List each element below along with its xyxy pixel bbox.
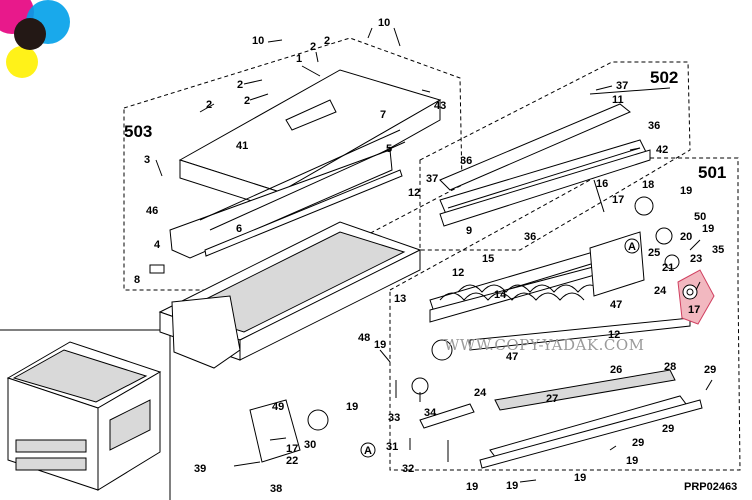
callout: 24 <box>654 285 667 297</box>
callout: 6 <box>236 223 242 235</box>
callout: 19 <box>374 339 386 351</box>
callout: 29 <box>662 423 674 435</box>
group-502-parts <box>439 87 671 227</box>
leader-lines <box>155 27 713 483</box>
callout: 3 <box>144 154 150 166</box>
callout: 48 <box>358 332 370 344</box>
callout: 2 <box>310 41 316 53</box>
callout: 21 <box>662 262 674 274</box>
callout: 20 <box>680 231 692 243</box>
highlighted-part-17 <box>677 269 715 325</box>
callout: 50 <box>694 211 706 223</box>
group-503-parts <box>149 69 442 274</box>
callout: 13 <box>394 293 406 305</box>
callout: 10 <box>378 17 390 29</box>
callout: 26 <box>610 364 622 376</box>
drawing-code: PRP02463 <box>684 481 737 493</box>
callout: 16 <box>596 178 608 190</box>
callout: 31 <box>386 441 398 453</box>
callout: 23 <box>690 253 702 265</box>
callout: 39 <box>194 463 206 475</box>
callout: 9 <box>466 225 472 237</box>
callout: 22 <box>286 455 298 467</box>
callout: 33 <box>388 412 400 424</box>
callout: 14 <box>494 289 507 301</box>
tray-assembly <box>158 221 422 369</box>
callout: 25 <box>648 247 660 259</box>
callout: 49 <box>272 401 284 413</box>
callout: 32 <box>402 463 414 475</box>
callout: 37 <box>616 80 628 92</box>
callout: 36 <box>460 155 472 167</box>
group-501-parts <box>249 196 703 469</box>
callout: 35 <box>712 244 724 256</box>
callout-numbers: 1 2 2 2 2 2 3 4 5 6 7 8 9 10 10 11 12 12… <box>134 17 724 495</box>
callout: 12 <box>608 329 620 341</box>
callout: 19 <box>346 401 358 413</box>
callout: 4 <box>154 239 161 251</box>
callout: 29 <box>704 364 716 376</box>
callout: 2 <box>244 95 250 107</box>
callout: 24 <box>474 387 487 399</box>
callout: 34 <box>424 407 437 419</box>
callout: 5 <box>386 143 392 155</box>
callout: 36 <box>524 231 536 243</box>
callout: 19 <box>680 185 692 197</box>
callout: 1 <box>296 53 302 65</box>
callout: 38 <box>270 483 282 495</box>
callout: 8 <box>134 274 140 286</box>
callout: 29 <box>632 437 644 449</box>
callout: 47 <box>506 351 518 363</box>
group-box-502 <box>419 61 691 251</box>
callout: 12 <box>452 267 464 279</box>
callout: 18 <box>642 179 654 191</box>
logo-icon <box>0 0 70 78</box>
callout: 19 <box>626 455 638 467</box>
callout: 47 <box>610 299 622 311</box>
callout: 19 <box>466 481 478 493</box>
callout: 36 <box>648 120 660 132</box>
callout: 7 <box>380 109 386 121</box>
reference-mark-a: A <box>364 445 372 457</box>
callout: 42 <box>656 144 668 156</box>
group-label-501: 501 <box>698 163 726 182</box>
callout: 41 <box>236 140 248 152</box>
callout: 30 <box>304 439 316 451</box>
group-label-502: 502 <box>650 68 678 87</box>
callout: 10 <box>252 35 264 47</box>
callout: 46 <box>146 205 158 217</box>
callout: 19 <box>574 472 586 484</box>
callout: 17 <box>286 443 298 455</box>
callout: 2 <box>206 99 212 111</box>
watermark-text: WWW.COPY-YADAK.COM <box>444 336 644 354</box>
callout: 11 <box>612 94 624 106</box>
callout: 19 <box>506 480 518 492</box>
copier-inset <box>0 329 171 500</box>
callout: 43 <box>434 100 446 112</box>
reference-mark-a: A <box>628 241 636 253</box>
reference-marks: A A <box>360 238 640 458</box>
callout: 17 <box>688 304 700 316</box>
callout: 28 <box>664 361 676 373</box>
callout: 12 <box>408 187 420 199</box>
callout: 17 <box>612 194 624 206</box>
callout: 2 <box>237 79 243 91</box>
callout: 2 <box>324 35 330 47</box>
callout: 15 <box>482 253 494 265</box>
group-label-503: 503 <box>124 122 152 141</box>
callout: 27 <box>546 393 558 405</box>
callout: 37 <box>426 173 438 185</box>
callout: 19 <box>702 223 714 235</box>
